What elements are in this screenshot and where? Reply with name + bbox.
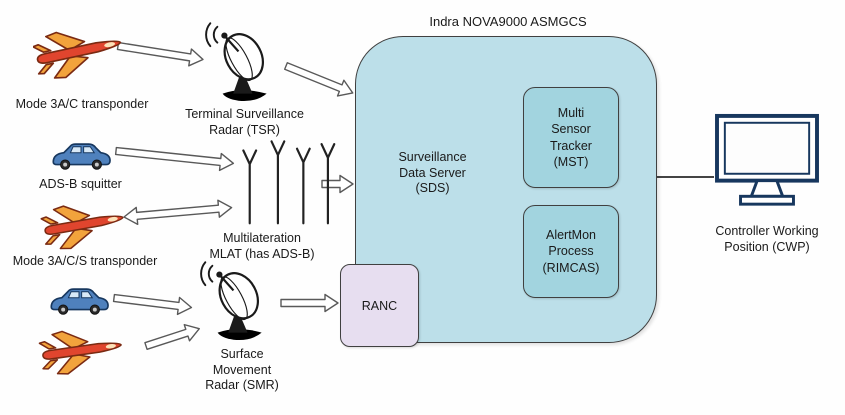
ranc-label: RANC bbox=[361, 298, 398, 313]
arrow-car-to-smr bbox=[112, 293, 193, 316]
arrow-tsr-to-sds bbox=[283, 62, 354, 97]
mst-box: Multi Sensor Tracker (MST) bbox=[523, 87, 619, 188]
radar-dish-icon bbox=[205, 22, 267, 102]
mst-label: Multi Sensor Tracker (MST) bbox=[550, 106, 592, 169]
antenna-array-icon bbox=[242, 140, 336, 225]
arrow-plane-to-tsr bbox=[116, 41, 204, 67]
radar-dish-icon bbox=[200, 261, 262, 341]
airplane-icon bbox=[38, 330, 122, 375]
alertmon-box: AlertMon Process (RIMCAS) bbox=[523, 205, 619, 298]
arrow-car-to-mlat bbox=[114, 146, 235, 172]
car-icon bbox=[50, 288, 109, 315]
mlat-label: Multilateration MLAT (has ADS-B) bbox=[209, 231, 315, 261]
arrow-plane-mlat-bidirectional bbox=[123, 199, 233, 226]
ranc-box: RANC bbox=[340, 264, 419, 347]
sds-label: Surveillance Data Server (SDS) bbox=[398, 150, 467, 195]
mode3ac-label: Mode 3A/C transponder bbox=[15, 97, 149, 111]
arrow-smr-to-ranc bbox=[280, 293, 339, 313]
alertmon-label: AlertMon Process (RIMCAS) bbox=[542, 228, 600, 275]
airplane-icon bbox=[33, 31, 122, 79]
airplane-icon bbox=[40, 205, 124, 250]
diagram-title: Indra NOVA9000 ASMGCS bbox=[429, 14, 587, 29]
tsr-label: Terminal Surveillance Radar (TSR) bbox=[185, 107, 304, 137]
adsb-label: ADS-B squitter bbox=[39, 177, 122, 191]
cwp-label: Controller Working Position (CWP) bbox=[715, 224, 819, 254]
smr-label: Surface Movement Radar (SMR) bbox=[205, 347, 279, 392]
mode3acs-label: Mode 3A/C/S transponder bbox=[12, 254, 158, 268]
car-icon bbox=[52, 143, 111, 170]
monitor-icon bbox=[715, 113, 819, 206]
